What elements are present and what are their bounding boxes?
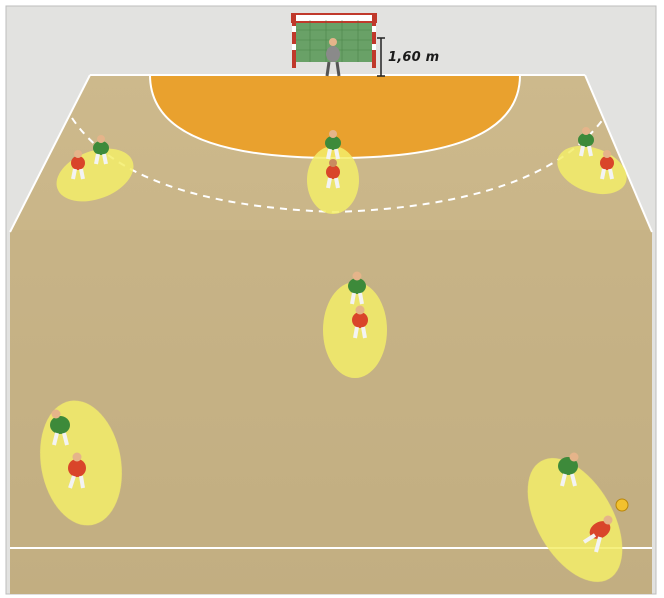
zone-pivot [307,146,359,214]
goal-crossbar [292,14,376,22]
goal-height-label: 1,60 m [388,50,439,65]
ball [616,499,628,511]
